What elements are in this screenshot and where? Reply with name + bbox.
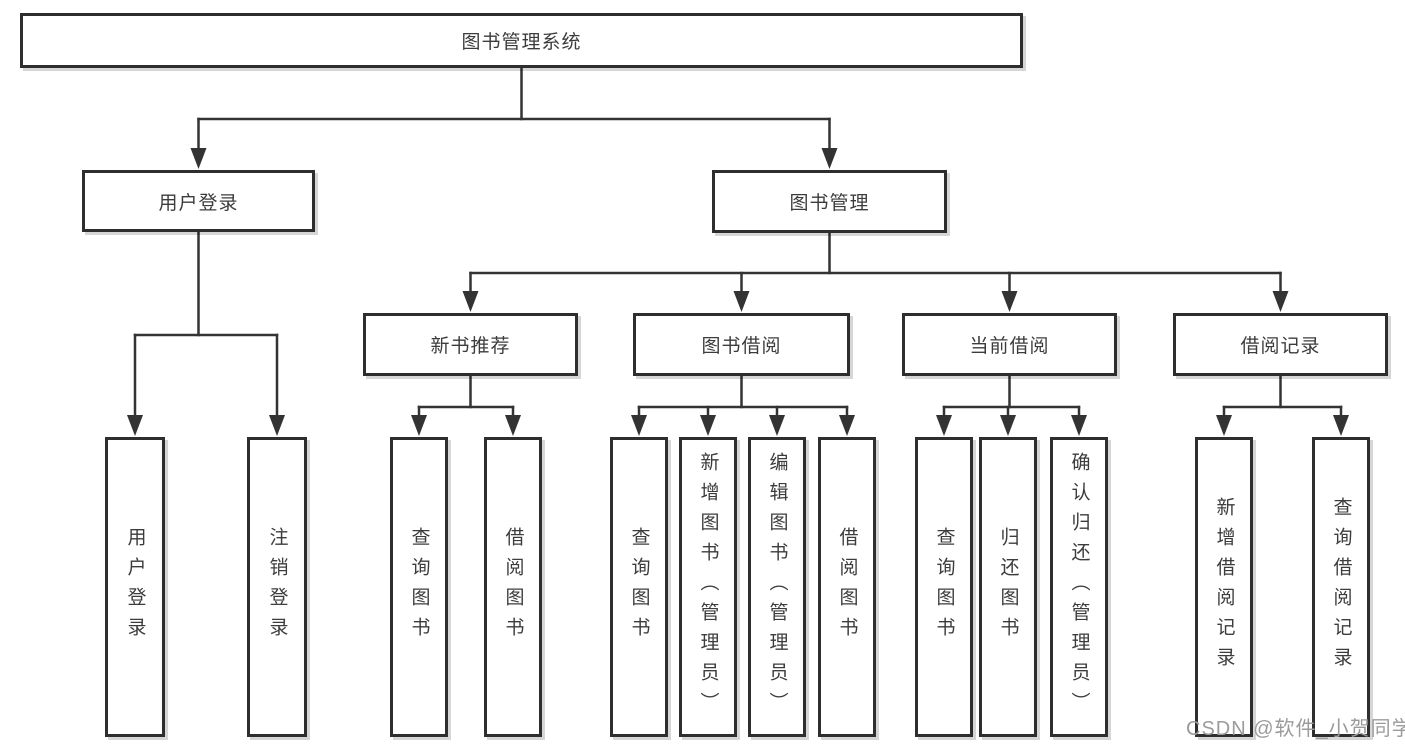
leaf-query-books-borrowing-label: 查询图书 [628,527,650,647]
node-current-borrowing-label: 当前借阅 [969,336,1050,357]
leaf-borrow-books-recommend-label: 借阅图书 [502,527,524,647]
leaf-query-books-recommend: 查询图书 [390,437,448,737]
leaf-user-login: 用户登录 [105,437,165,737]
leaf-return-books: 归还图书 [979,437,1037,737]
node-new-book-recommend-label: 新书推荐 [430,336,511,357]
node-new-book-recommend: 新书推荐 [363,313,578,376]
leaf-query-borrow-record: 查询借阅记录 [1312,437,1370,737]
node-system-root-label: 图书管理系统 [461,32,582,53]
leaf-query-books-current: 查询图书 [915,437,973,737]
leaf-query-books-current-label: 查询图书 [933,527,955,647]
leaf-confirm-return-admin: 确认归还（管理员） [1050,437,1108,737]
leaf-add-books-admin-label: 新增图书（管理员） [697,452,719,722]
leaf-return-books-label: 归还图书 [997,527,1019,647]
node-user-login: 用户登录 [82,170,315,232]
leaf-borrow-books-label: 借阅图书 [836,527,858,647]
node-borrow-records: 借阅记录 [1173,313,1388,376]
leaf-add-books-admin: 新增图书（管理员） [679,437,737,737]
leaf-query-books-recommend-label: 查询图书 [408,527,430,647]
leaf-logout-label: 注销登录 [266,527,288,647]
node-user-login-label: 用户登录 [158,192,239,214]
leaf-borrow-books-recommend: 借阅图书 [484,437,542,737]
node-book-borrowing-label: 图书借阅 [701,336,782,357]
leaf-edit-books-admin: 编辑图书（管理员） [748,437,806,737]
node-book-management-label: 图书管理 [789,193,870,214]
node-book-management: 图书管理 [712,170,947,233]
leaf-confirm-return-admin-label: 确认归还（管理员） [1068,452,1090,722]
node-current-borrowing: 当前借阅 [902,313,1117,376]
node-borrow-records-label: 借阅记录 [1240,336,1321,357]
node-system-root: 图书管理系统 [20,13,1023,68]
leaf-edit-books-admin-label: 编辑图书（管理员） [766,452,788,722]
node-book-borrowing: 图书借阅 [633,313,850,376]
leaf-user-login-label: 用户登录 [124,527,146,647]
leaf-logout: 注销登录 [247,437,307,737]
leaf-query-borrow-record-label: 查询借阅记录 [1330,497,1352,677]
csdn-watermark: CSDN @软件_小贺同学 [1186,718,1405,740]
leaf-borrow-books: 借阅图书 [818,437,876,737]
leaf-query-books-borrowing: 查询图书 [610,437,668,737]
leaf-add-borrow-record: 新增借阅记录 [1195,437,1253,737]
leaf-add-borrow-record-label: 新增借阅记录 [1213,497,1235,677]
